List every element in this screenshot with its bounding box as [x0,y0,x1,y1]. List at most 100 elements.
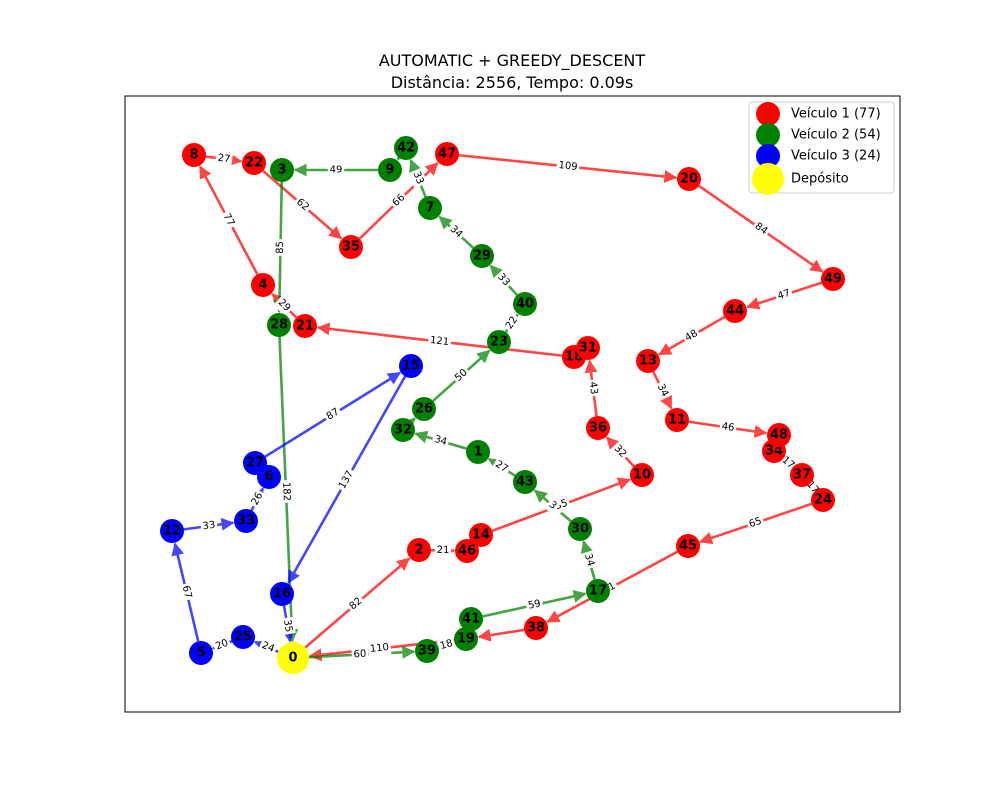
legend-marker-vehicle-2 [756,123,780,147]
edge-weight-label: 20 [211,635,233,655]
edge-weight-label: 85 [273,239,288,256]
node-label: 14 [472,528,490,543]
edge-weight-text: 20 [214,638,230,653]
node-circle [767,423,791,447]
edge-weight-text: 24 [260,640,276,655]
edge-weight-text: 182 [280,482,292,502]
edge-weight-label: 22 [501,312,523,334]
node-circle [723,299,747,323]
node-circle [469,523,493,547]
customer-node: 20 [677,167,701,191]
legend-marker-vehicle-3 [756,144,780,168]
node-circle [455,539,479,563]
edge-weight-label: 18 [436,635,457,655]
edge-weight-text: 34 [582,552,596,567]
node-circle [568,517,592,541]
legend-label-depot: Depósito [791,172,849,187]
edge-weight-background [750,218,772,240]
customer-node: 29 [470,244,494,268]
customer-node: 11 [665,408,689,432]
node-circle [524,616,548,640]
edge-weight-background [211,635,233,655]
edge-weight-text: 85 [275,241,286,254]
node-label: 47 [438,147,456,162]
node-label: 3 [277,163,286,178]
customer-node: 10 [630,463,654,487]
node-label: 10 [633,468,651,483]
edge-weight-background [247,488,268,510]
chart-title-line-1: AUTOMATIC + GREEDY_DESCENT [379,51,646,71]
customer-node: 22 [242,151,266,175]
node-label: 43 [516,475,534,490]
node-label: 20 [680,172,698,187]
edge-weight-text: 60 [353,649,366,661]
customer-node: 2 [407,538,431,562]
node-label: 42 [397,141,415,156]
edge-weight-label: 34 [579,550,599,570]
node-label: 4 [258,278,267,293]
node-circle [513,292,537,316]
node-label: 39 [418,644,436,659]
edge-weight-text: 59 [527,598,542,611]
customer-node: 41 [459,607,483,631]
edge-weight-background [436,635,457,655]
customer-node: 46 [455,539,479,563]
node-label: 5 [196,646,205,661]
node-label: 33 [237,514,255,529]
node-circle [790,463,814,487]
node-label: 25 [234,630,252,645]
edge-weight-label: 109 [556,158,580,175]
edge-weight-background [177,582,196,602]
edge-weight-background [501,312,523,334]
customer-node: 45 [676,534,700,558]
edge-weight-text: 109 [558,160,578,173]
node-circle [399,354,423,378]
edge-weight-background [257,637,279,658]
edge-weight-background [427,333,452,350]
customer-node: 31 [576,336,600,360]
node-label: 44 [726,304,744,319]
node-circle [677,167,701,191]
node-circle [270,158,294,182]
edge-weight-label: 43 [585,378,601,398]
customer-node: 21 [293,314,317,338]
edge-weight-text: 34 [433,434,448,448]
customer-node: 26 [412,397,436,421]
edge-weight-text: 47 [776,288,792,302]
legend-marker-depot [752,163,784,195]
node-circle [407,538,431,562]
edge-weight-label: 182 [278,479,294,504]
legend-marker-vehicle-1 [756,102,780,126]
edge-weight-text: 67 [180,585,194,600]
node-circle [267,313,291,337]
node-label: 23 [490,335,508,350]
edge-weight-background [388,189,410,212]
node-label: 48 [770,428,788,443]
customer-node: 27 [243,451,267,475]
node-circle [513,470,537,494]
customer-node: 30 [568,517,592,541]
edge-weight-background [604,578,620,596]
edge-weight-background [322,404,344,425]
node-label: 28 [270,318,288,333]
edge-weight-background [445,221,467,243]
node-label: 46 [458,544,476,559]
edge-weight-label: 110 [367,640,392,657]
customer-node: 8 [182,143,206,167]
edge-weight-text: 3 [547,499,559,512]
edge-weight-label: 3 [544,496,561,515]
node-circle [415,639,439,663]
edge-weight-label: 67 [177,582,196,602]
node-circle [418,196,442,220]
edge-weight-background [556,158,580,175]
node-circle [251,273,275,297]
customer-node: 14 [469,523,493,547]
node-circle [676,534,700,558]
node-label: 30 [571,522,589,537]
edge-weight-background [291,194,314,216]
edge-weight-background [585,378,601,398]
edge-weight-label: 29 [273,294,295,317]
edge-weight-background [430,431,451,451]
node-label: 38 [527,621,545,636]
